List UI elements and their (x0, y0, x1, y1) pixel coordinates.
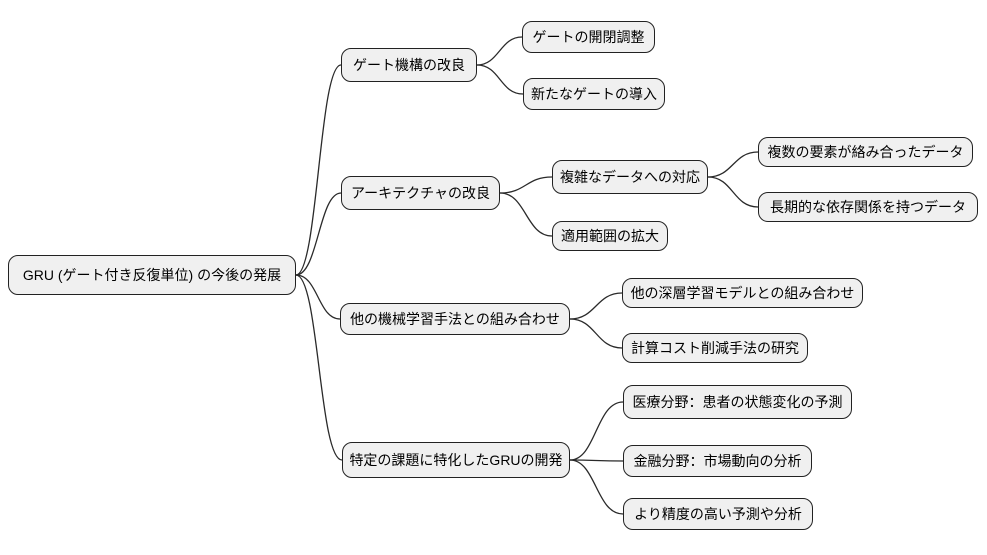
node-application-range-expansion: 適用範囲の拡大 (552, 221, 668, 251)
edge-root-b1 (295, 64, 342, 276)
node-long-term-dependency-data: 長期的な依存関係を持つデータ (758, 192, 978, 222)
edge-b3-b3c1 (569, 292, 623, 320)
edge-root-b3 (295, 274, 341, 320)
node-gate-mechanism-improvement: ゲート機構の改良 (341, 48, 477, 82)
node-intertwined-elements-data: 複数の要素が絡み合ったデータ (758, 137, 973, 167)
edge-root-b2 (295, 192, 342, 276)
node-gate-open-close-adjustment: ゲートの開閉調整 (522, 21, 655, 53)
node-root-gru-future-development: GRU (ゲート付き反復単位) の今後の発展 (8, 255, 296, 295)
node-architecture-improvement: アーキテクチャの改良 (341, 176, 500, 210)
edge-b4-b4c2 (569, 459, 624, 462)
edge-b2-b2c2 (499, 192, 553, 237)
edge-b2c1-b2c1b (707, 176, 759, 208)
node-higher-precision-prediction-analysis: より精度の高い予測や分析 (623, 498, 813, 530)
node-computation-cost-reduction-research: 計算コスト削減手法の研究 (622, 333, 808, 363)
node-task-specific-gru-development: 特定の課題に特化したGRUの開発 (342, 442, 570, 478)
node-complex-data-support: 複雑なデータへの対応 (552, 160, 708, 194)
node-combination-with-deep-learning-models: 他の深層学習モデルとの組み合わせ (622, 278, 863, 308)
node-combination-with-other-ml-methods: 他の機械学習手法との組み合わせ (340, 303, 570, 335)
edge-b4-b4c1 (569, 401, 624, 461)
edge-b2c1-b2c1a (707, 151, 759, 178)
edge-b1-b1c2 (476, 64, 524, 95)
edge-b4-b4c3 (569, 459, 624, 515)
node-medical-patient-state-prediction: 医療分野：患者の状態変化の予測 (623, 385, 852, 419)
edge-b1-b1c1 (476, 36, 523, 66)
edge-b2-b2c1 (499, 176, 553, 194)
node-finance-market-trend-analysis: 金融分野：市場動向の分析 (623, 445, 812, 477)
node-new-gate-introduction: 新たなゲートの導入 (523, 78, 665, 110)
edge-b3-b3c2 (569, 318, 623, 349)
edge-root-b4 (295, 274, 343, 461)
